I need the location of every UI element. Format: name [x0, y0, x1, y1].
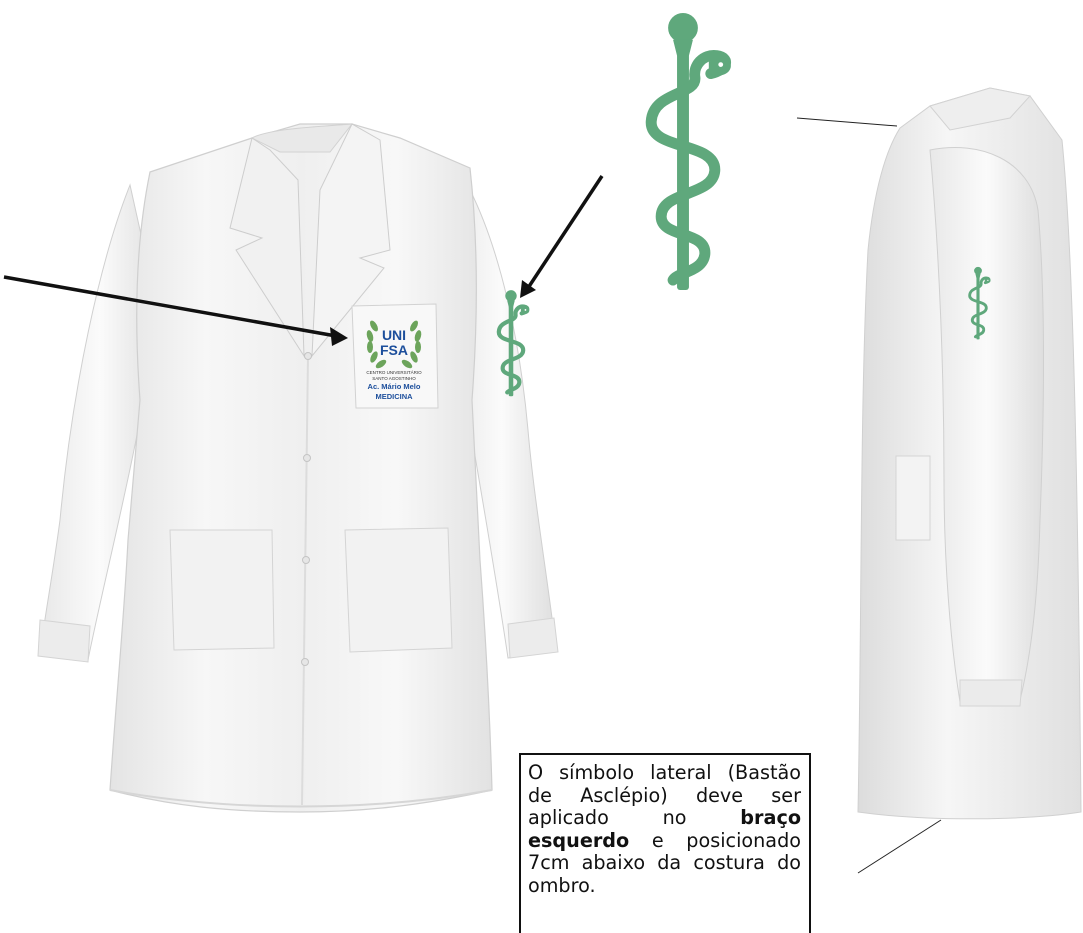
- badge-line2: FSA: [380, 342, 408, 358]
- side-coat: [858, 88, 1081, 819]
- placement-note: O símbolo lateral (Bastão de Asclépio) d…: [519, 753, 811, 933]
- rod-of-asclepius-icon: [651, 13, 731, 290]
- badge-subtitle-2: SANTO AGOSTINHO: [372, 376, 416, 381]
- badge-name: Ac. Mário Melo: [368, 382, 421, 391]
- front-coat: [38, 124, 558, 812]
- badge-course: MEDICINA: [375, 392, 413, 401]
- badge-subtitle-1: CENTRO UNIVERSITÁRIO: [366, 369, 422, 375]
- leader-line-bottom: [858, 820, 941, 873]
- leader-line-top: [797, 118, 897, 126]
- badge-line1: UNI: [382, 327, 406, 343]
